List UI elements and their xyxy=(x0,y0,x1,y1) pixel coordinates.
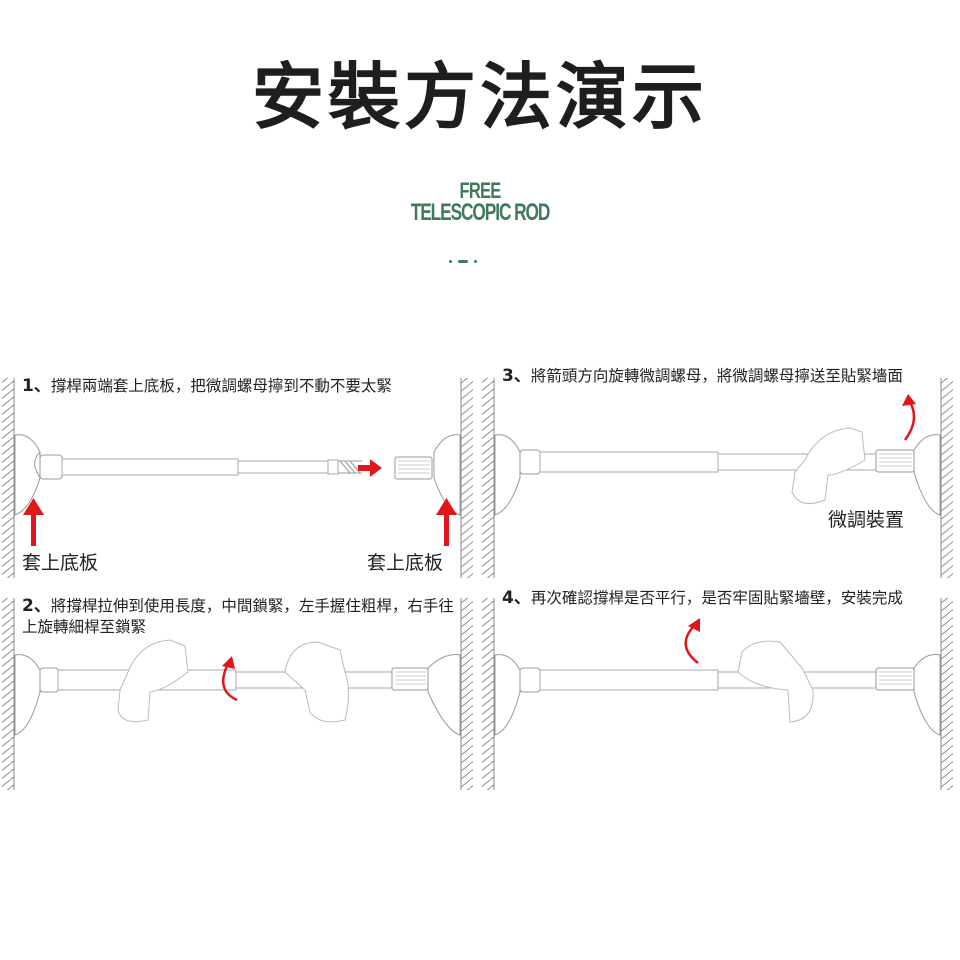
arrow-up-icon xyxy=(436,498,457,546)
hand-icon xyxy=(791,427,866,505)
step-3-illustration xyxy=(482,378,953,578)
page-title: 安裝方法演示 xyxy=(251,55,708,139)
hand-icon xyxy=(737,640,814,723)
brand-logo: FREE TELESCOPIC ROD xyxy=(0,178,960,226)
decorative-dots-icon xyxy=(449,259,479,265)
base-plate-label-left: 套上底板 xyxy=(22,552,99,574)
brand-line2: TELESCOPIC ROD xyxy=(410,199,551,226)
step-3-panel: 3、將箭頭方向旋轉微調螺母，將微調螺母擰送至貼緊墻面 微調裝置 xyxy=(480,360,960,580)
step-2-panel: 2、將撐桿拉伸到使用長度，中間鎖緊，左手握住粗桿，右手往上旋轉細桿至鎖緊 xyxy=(0,580,480,800)
base-plate-label-right: 套上底板 xyxy=(367,552,444,574)
brand-line1: FREE xyxy=(459,178,501,203)
step-4-panel: 4、再次確認撐桿是否平行，是否牢固貼緊墻壁，安裝完成 xyxy=(480,580,960,800)
rotate-arrow-icon xyxy=(684,624,699,664)
step-3-instruction: 3、將箭頭方向旋轉微調螺母，將微調螺母擰送至貼緊墻面 xyxy=(502,366,903,386)
step-2-instruction: 2、將撐桿拉伸到使用長度，中間鎖緊，左手握住粗桿，右手往上旋轉細桿至鎖緊 xyxy=(22,596,454,636)
step-2-illustration xyxy=(2,598,473,790)
step-4-illustration xyxy=(482,598,953,790)
arrow-right-icon xyxy=(358,459,382,477)
step-1-illustration xyxy=(2,378,473,578)
arrow-up-icon xyxy=(23,498,44,546)
rotate-arrow-icon xyxy=(221,663,238,702)
step-1-panel: 1、撐桿兩端套上底板，把微調螺母擰到不動不要太緊 套上底板 套上底板 xyxy=(0,360,480,580)
step-1-instruction: 1、撐桿兩端套上底板，把微調螺母擰到不動不要太緊 xyxy=(22,376,392,396)
hand-icon xyxy=(284,641,349,723)
hand-icon xyxy=(117,639,189,723)
fine-tune-device-label: 微調裝置 xyxy=(828,509,905,531)
rotate-arrow-icon xyxy=(903,401,916,441)
step-4-instruction: 4、再次確認撐桿是否平行，是否牢固貼緊墻壁，安裝完成 xyxy=(502,588,903,608)
